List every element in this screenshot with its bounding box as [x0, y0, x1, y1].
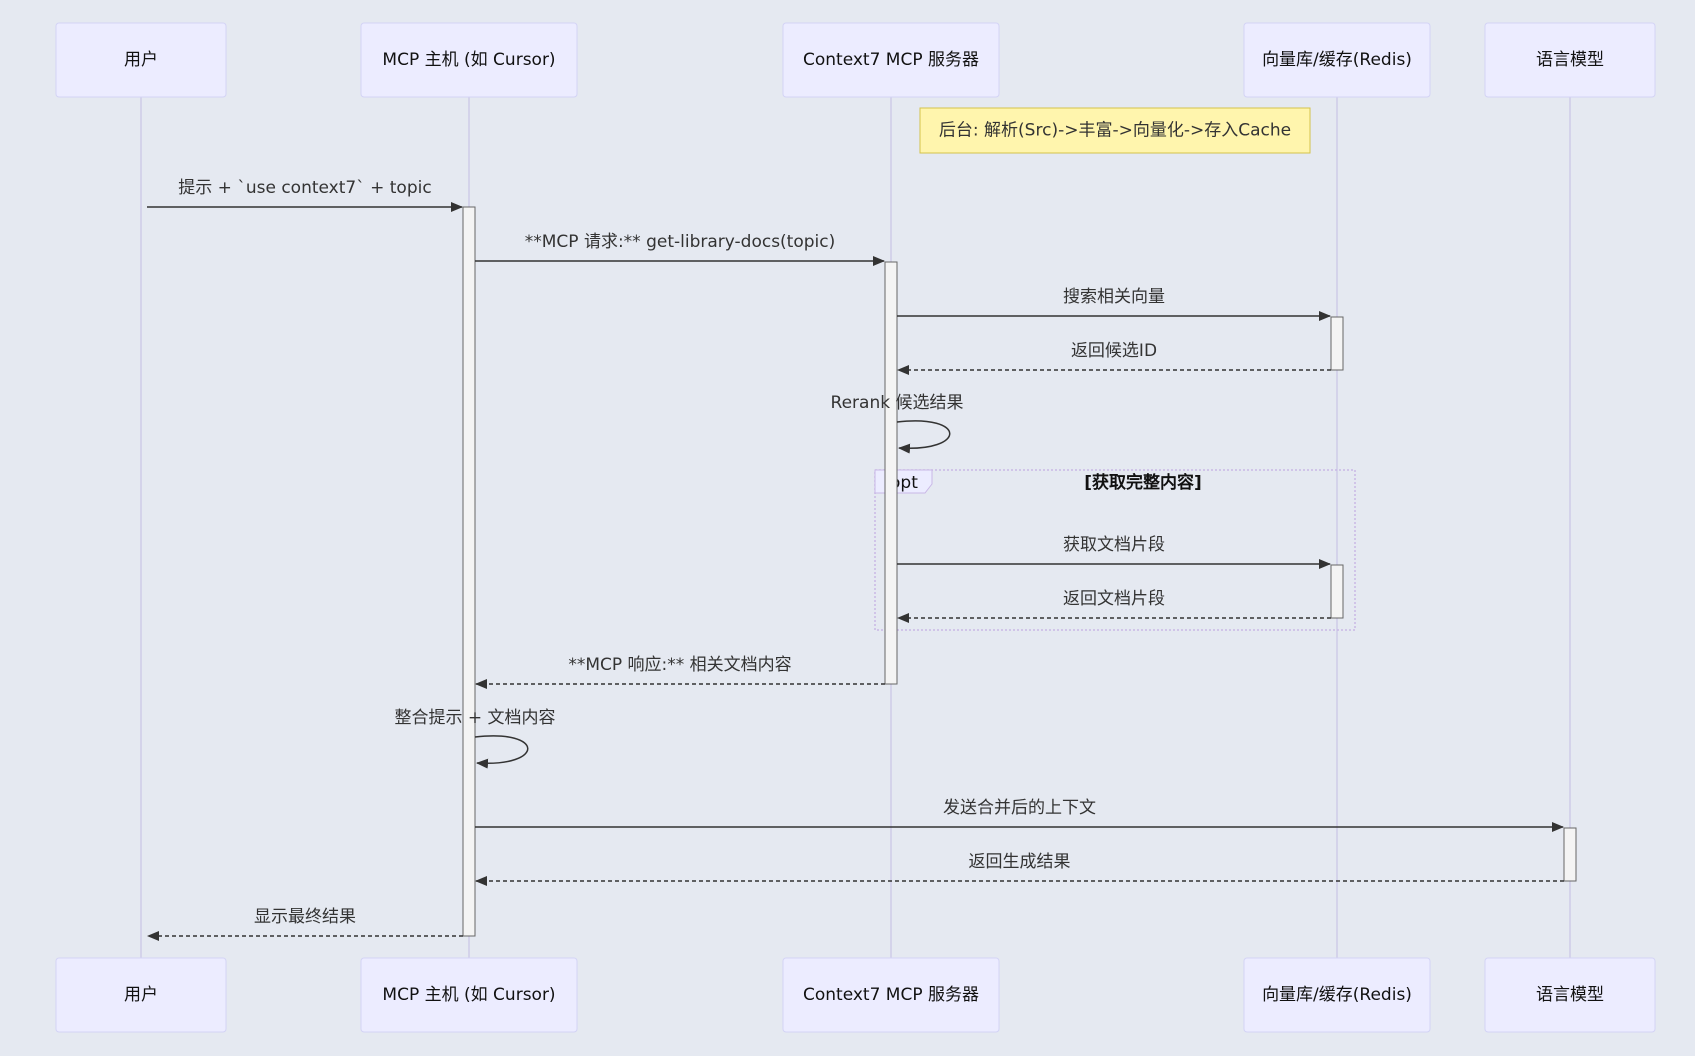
actor-label: Context7 MCP 服务器: [803, 50, 979, 70]
actor-label: 语言模型: [1536, 50, 1604, 70]
note-box: [919, 107, 1311, 154]
actor-label: 语言模型: [1536, 985, 1604, 1005]
message-label: 整合提示 + 文档内容: [394, 708, 555, 728]
note-text: 后台: 解析(Src)->丰富->向量化->存入Cache: [939, 121, 1291, 141]
message-11: 返回生成结果: [475, 852, 1564, 886]
message-6: 获取文档片段: [897, 535, 1331, 569]
message-label: 返回候选ID: [1071, 341, 1157, 361]
actor-box: [1243, 22, 1431, 98]
actor-host-bottom: MCP 主机 (如 Cursor): [360, 957, 578, 1033]
actor-label: 向量库/缓存(Redis): [1262, 985, 1412, 1005]
message-7: 返回文档片段: [897, 589, 1331, 623]
message-label: Rerank 候选结果: [831, 393, 964, 413]
opt-condition: [获取完整内容]: [1084, 472, 1202, 493]
message-label: 显示最终结果: [254, 907, 356, 927]
message-label: 提示 + `use context7` + topic: [178, 178, 431, 198]
message-label: 返回生成结果: [969, 852, 1071, 872]
actor-label: 用户: [124, 50, 158, 70]
actor-user-top: 用户: [55, 22, 227, 98]
activation-host: [462, 206, 476, 937]
actor-box: [360, 957, 578, 1033]
actor-label: Context7 MCP 服务器: [803, 985, 979, 1005]
actor-box: [1484, 22, 1656, 98]
actor-label: 向量库/缓存(Redis): [1262, 50, 1412, 70]
actor-box: [782, 957, 1000, 1033]
activation-store: [1330, 564, 1344, 619]
message-label: **MCP 响应:** 相关文档内容: [568, 655, 791, 675]
actor-box: [55, 22, 227, 98]
actor-label: 用户: [124, 985, 158, 1005]
message-3: 搜索相关向量: [897, 287, 1331, 321]
message-label: 发送合并后的上下文: [943, 798, 1096, 818]
actor-box: [55, 957, 227, 1033]
actor-label: MCP 主机 (如 Cursor): [382, 985, 555, 1005]
actor-box: [782, 22, 1000, 98]
message-10: 发送合并后的上下文: [475, 798, 1564, 832]
message-label: **MCP 请求:** get-library-docs(topic): [525, 232, 836, 252]
message-9: 整合提示 + 文档内容: [394, 708, 556, 769]
message-label: 返回文档片段: [1063, 589, 1165, 609]
activation-store: [1330, 316, 1344, 371]
actor-host-top: MCP 主机 (如 Cursor): [360, 22, 578, 98]
message-4: 返回候选ID: [897, 341, 1331, 375]
actor-box: [1243, 957, 1431, 1033]
opt-frame: [874, 469, 1356, 631]
message-12: 显示最终结果: [147, 907, 463, 941]
message-label: 获取文档片段: [1063, 535, 1165, 555]
actor-box: [360, 22, 578, 98]
actor-llm-bottom: 语言模型: [1484, 957, 1656, 1033]
message-8: **MCP 响应:** 相关文档内容: [475, 655, 885, 689]
actor-label: MCP 主机 (如 Cursor): [382, 50, 555, 70]
actor-server-top: Context7 MCP 服务器: [782, 22, 1000, 98]
actor-llm-top: 语言模型: [1484, 22, 1656, 98]
message-5: Rerank 候选结果: [831, 393, 964, 454]
message-1: 提示 + `use context7` + topic: [147, 178, 463, 212]
message-label: 搜索相关向量: [1063, 287, 1165, 307]
background-note: 后台: 解析(Src)->丰富->向量化->存入Cache: [919, 107, 1311, 154]
self-loop-arrow: [896, 420, 951, 454]
actor-server-bottom: Context7 MCP 服务器: [782, 957, 1000, 1033]
actor-user-bottom: 用户: [55, 957, 227, 1033]
self-loop-arrow: [474, 735, 529, 769]
actor-store-top: 向量库/缓存(Redis): [1243, 22, 1431, 98]
activation-llm: [1563, 827, 1577, 882]
actor-box: [1484, 957, 1656, 1033]
activation-server: [884, 261, 898, 685]
actor-store-bottom: 向量库/缓存(Redis): [1243, 957, 1431, 1033]
message-2: **MCP 请求:** get-library-docs(topic): [475, 232, 885, 266]
